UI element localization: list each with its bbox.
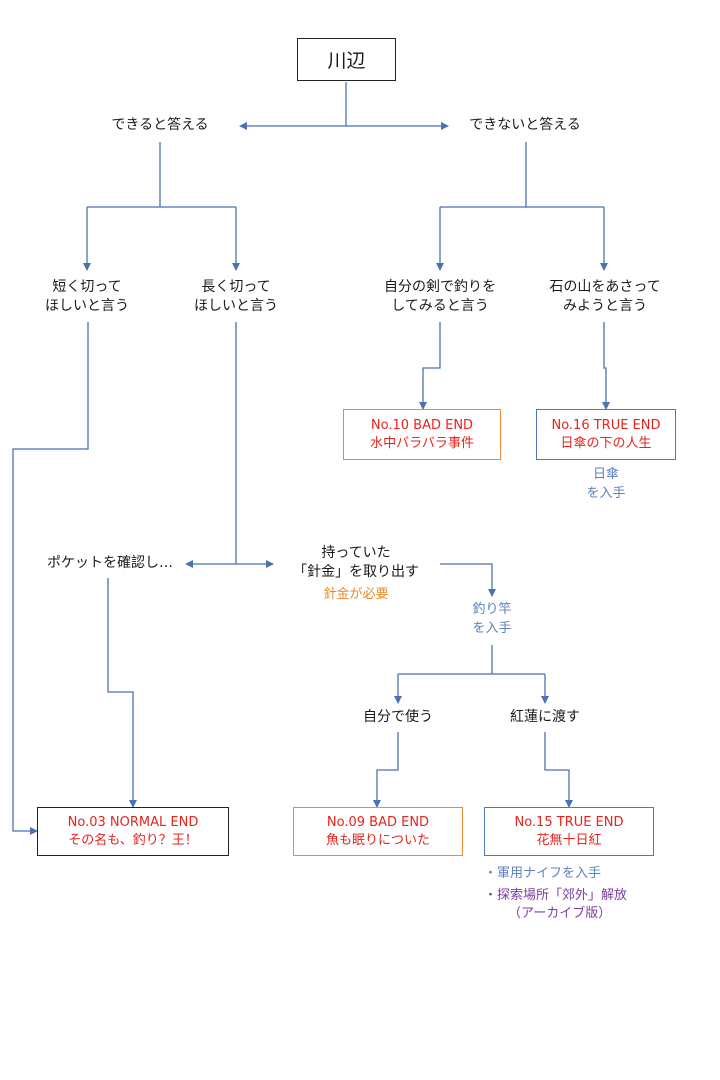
connector-to-no09 [373, 732, 399, 808]
choice-short-cut: 短く切って ほしいと言う [27, 278, 147, 316]
wire-line1: 持っていた [321, 545, 391, 561]
ending-no16-title: 日傘の下の人生 [560, 435, 652, 451]
ending-no16: No.16 TRUE END 日傘の下の人生 [536, 409, 676, 460]
own-sword-line2: してみると言う [391, 298, 489, 314]
long-cut-line2: ほしいと言う [194, 298, 278, 314]
ending-no15: No.15 TRUE END 花無十日紅 [484, 807, 654, 856]
own-sword-line1: 自分の剣で釣りを [384, 279, 496, 295]
choice-long-cut: 長く切って ほしいと言う [176, 278, 296, 316]
wire-line2: 「針金」を取り出す [293, 564, 419, 580]
rod-line1: 釣り竿 [472, 602, 512, 617]
parasol-line1: 日傘 [592, 467, 619, 482]
connector-to-no15 [544, 732, 573, 808]
connector-to-no10 [419, 322, 441, 410]
ending-no09-id: No.09 BAD END [326, 814, 430, 830]
short-cut-line1: 短く切って [52, 279, 122, 295]
rod-line2: を入手 [472, 621, 512, 636]
ending-no16-id: No.16 TRUE END [551, 417, 661, 433]
connector-wire-to-rod [440, 563, 496, 597]
rock-pile-line2: みようと言う [563, 298, 647, 314]
node-pocket: ポケットを確認し… [47, 555, 173, 571]
parasol-line2: を入手 [586, 486, 626, 501]
short-cut-line2: ほしいと言う [45, 298, 129, 314]
long-cut-line1: 長く切って [201, 279, 271, 295]
ending-no15-id: No.15 TRUE END [514, 814, 624, 830]
reward-archive-note: （アーカイブ版） [508, 906, 612, 921]
connector-short-to-no03 [12, 322, 89, 835]
start-node: 川辺 [297, 38, 396, 81]
ending-no03-title: その名も、釣り？王！ [68, 832, 198, 848]
ending-no09-title: 魚も眠りについた [325, 832, 430, 848]
choice-use-self: 自分で使う [363, 709, 433, 725]
choice-rock-pile: 石の山をあさって みようと言う [530, 278, 680, 316]
ending-no10-title: 水中バラバラ事件 [370, 435, 474, 451]
requirement-wire: 針金が必要 [323, 587, 389, 602]
ending-no03: No.03 NORMAL END その名も、釣り？王！ [37, 807, 229, 856]
reward-area-unlock: ・探索場所「郊外」解放 [484, 888, 628, 903]
item-parasol: 日傘 を入手 [556, 465, 656, 503]
choice-cannot: できないと答える [469, 117, 581, 133]
node-wire: 持っていた 「針金」を取り出す [276, 544, 436, 582]
ending-no15-title: 花無十日紅 [536, 832, 602, 848]
connector-to-no16 [602, 322, 610, 410]
item-fishing-rod: 釣り竿 を入手 [442, 600, 542, 638]
choice-give-guren: 紅蓮に渡す [510, 709, 580, 725]
connector-pocket-to-no03 [107, 578, 137, 808]
ending-no10-id: No.10 BAD END [370, 417, 474, 433]
reward-knife: ・軍用ナイフを入手 [484, 866, 602, 881]
choice-can: できると答える [111, 117, 209, 133]
ending-no10: No.10 BAD END 水中バラバラ事件 [343, 409, 501, 460]
ending-no03-id: No.03 NORMAL END [67, 814, 199, 830]
choice-own-sword: 自分の剣で釣りを してみると言う [370, 278, 510, 316]
rock-pile-line1: 石の山をあさって [549, 279, 661, 295]
ending-no09: No.09 BAD END 魚も眠りについた [293, 807, 463, 856]
